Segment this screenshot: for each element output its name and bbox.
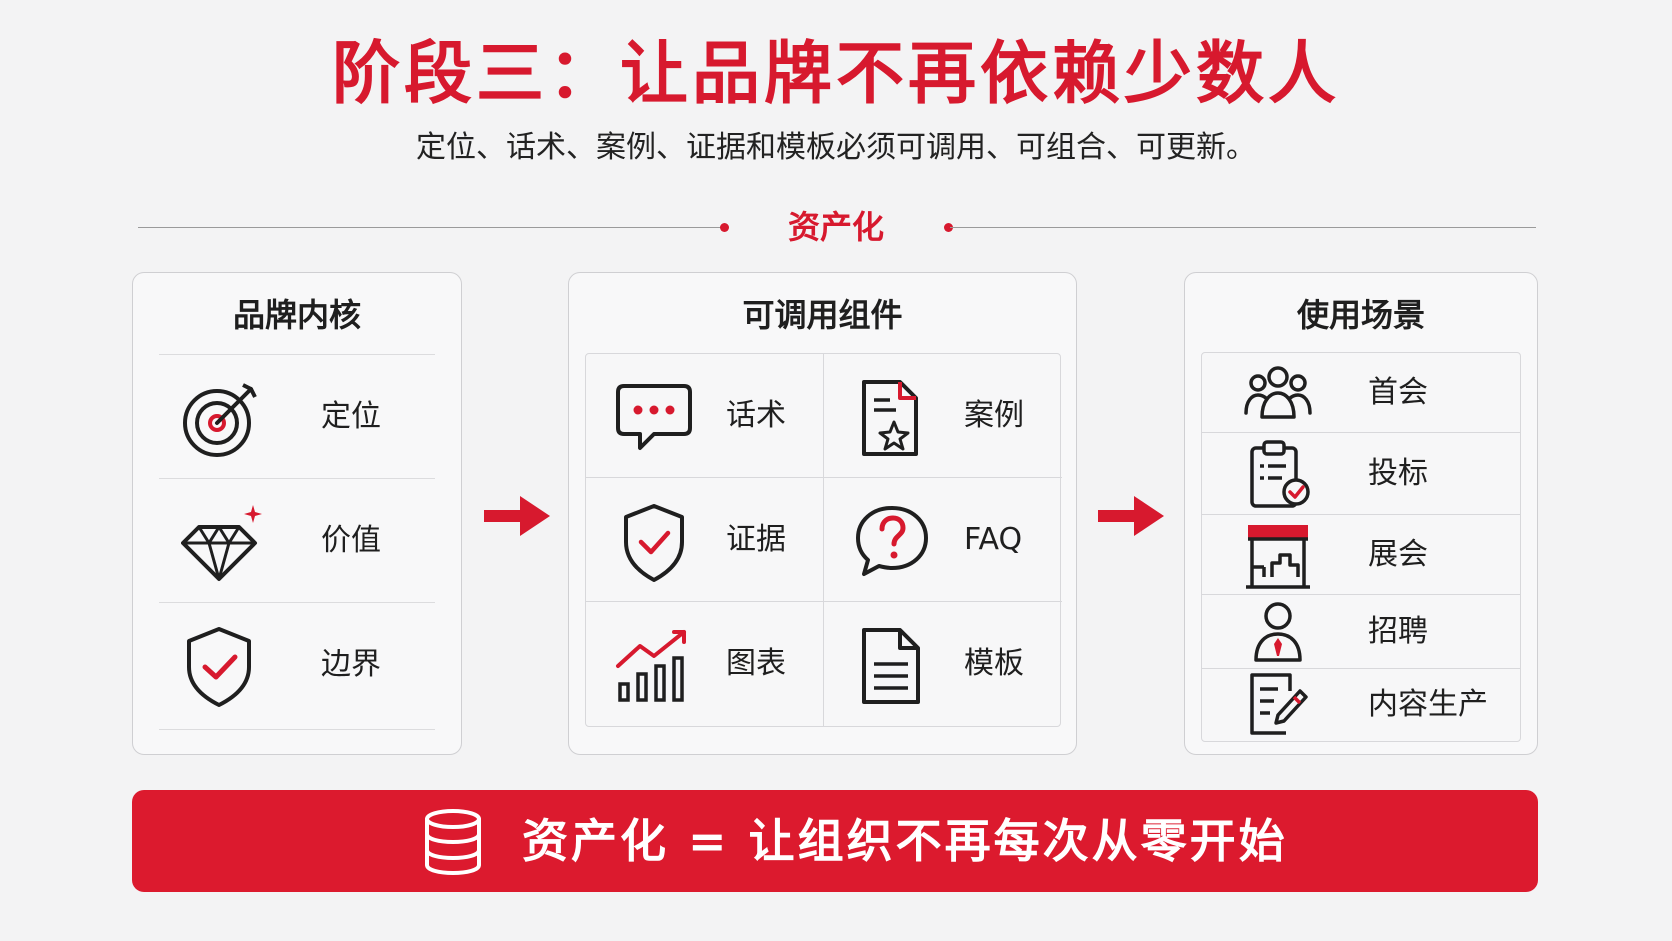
list-item-label: 内容生产 <box>1368 687 1488 722</box>
booth-icon <box>1242 519 1314 591</box>
panel-components: 可调用组件 话术 <box>568 272 1077 755</box>
database-icon <box>422 808 484 876</box>
panel-title: 品牌内核 <box>232 296 361 334</box>
banner-text: 资产化 = 让组织不再每次从零开始 <box>522 814 1288 868</box>
list-item: 定位 <box>159 354 435 478</box>
grid-cell: 话术 <box>586 354 824 478</box>
divider-right-dot <box>944 223 953 232</box>
component-grid: 话术 案例 证据 <box>585 353 1062 727</box>
target-icon <box>181 377 263 459</box>
page-subtitle: 定位、话术、案例、证据和模板必须可调用、可组合、可更新。 <box>416 130 1256 165</box>
divider-left-dot <box>720 223 729 232</box>
document-lines-icon <box>852 626 932 706</box>
list-item: 首会 <box>1202 353 1520 433</box>
section-label: 资产化 <box>787 208 884 246</box>
grid-cell: 证据 <box>586 478 824 602</box>
grid-cell-label: 证据 <box>726 522 786 557</box>
list-item-label: 首会 <box>1368 375 1428 410</box>
shield-check-icon <box>614 502 694 582</box>
arrow-right-icon <box>1098 496 1164 536</box>
shield-check-icon <box>181 625 263 707</box>
grid-cell: 案例 <box>824 354 1062 478</box>
arrow-right-icon <box>484 496 550 536</box>
list-item-label: 投标 <box>1368 456 1428 491</box>
chart-growth-icon <box>614 626 694 706</box>
panel-title: 使用场景 <box>1296 296 1425 334</box>
list-item: 招聘 <box>1202 595 1520 669</box>
scenario-list: 首会 投标 <box>1201 352 1521 742</box>
clipboard-check-icon <box>1242 438 1314 510</box>
document-star-icon <box>852 378 932 458</box>
grid-cell-label: FAQ <box>964 522 1023 557</box>
list-item-label: 展会 <box>1368 537 1428 572</box>
grid-cell: 图表 <box>586 602 824 726</box>
panel-title: 可调用组件 <box>742 296 903 334</box>
list-item-label: 招聘 <box>1368 614 1428 649</box>
list-item-label: 边界 <box>321 647 381 682</box>
group-icon <box>1242 357 1314 429</box>
grid-cell: 模板 <box>824 602 1062 726</box>
divider-right-line <box>950 227 1536 228</box>
question-bubble-icon <box>852 502 932 582</box>
grid-cell-label: 模板 <box>964 646 1024 681</box>
grid-cell: FAQ <box>824 478 1062 602</box>
grid-cell-label: 案例 <box>964 398 1024 433</box>
person-tie-icon <box>1242 596 1314 668</box>
grid-cell-label: 图表 <box>726 646 786 681</box>
list-item-label: 定位 <box>321 399 381 434</box>
list-item: 投标 <box>1202 433 1520 515</box>
page-title: 阶段三：让品牌不再依赖少数人 <box>331 35 1340 114</box>
divider-left-line <box>138 227 724 228</box>
grid-cell-label: 话术 <box>726 398 786 433</box>
list-item: 边界 <box>159 602 435 730</box>
panel-scenarios: 使用场景 首会 <box>1184 272 1538 755</box>
panel-brand-core: 品牌内核 定位 价值 <box>132 272 462 755</box>
list-item: 内容生产 <box>1202 669 1520 741</box>
list-item: 价值 <box>159 478 435 602</box>
diamond-icon <box>181 501 263 583</box>
list-item: 展会 <box>1202 515 1520 595</box>
list-item-label: 价值 <box>321 523 381 558</box>
chat-bubble-icon <box>614 378 694 458</box>
document-edit-icon <box>1242 669 1314 741</box>
summary-banner: 资产化 = 让组织不再每次从零开始 <box>132 790 1538 892</box>
